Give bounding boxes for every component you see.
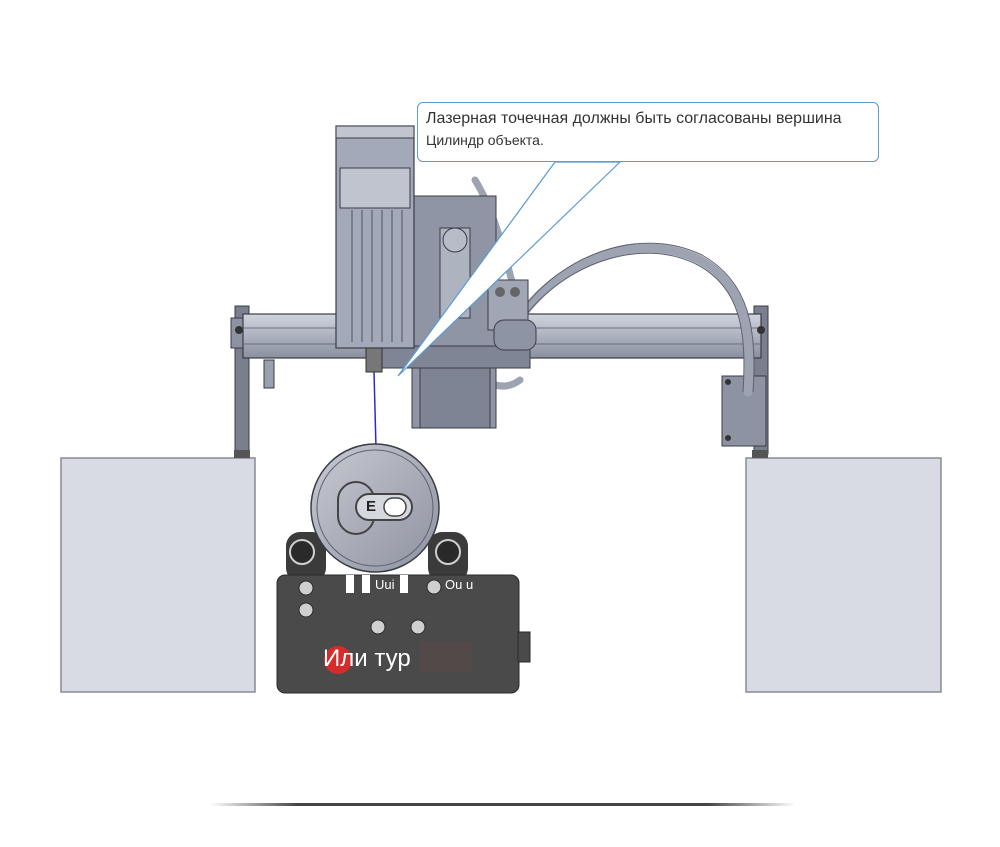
rotary-label-right: Ou u bbox=[445, 577, 474, 592]
laser-beam bbox=[373, 371, 377, 449]
rotary-roller-left bbox=[286, 532, 326, 582]
left-support-block bbox=[60, 457, 256, 693]
rotary-label-main: Или тур bbox=[323, 645, 411, 672]
rotary-roller-right bbox=[428, 532, 468, 582]
callout: Лазерная точечная должны быть согласован… bbox=[417, 102, 879, 162]
laser-module bbox=[335, 125, 415, 373]
right-frame-leg bbox=[721, 305, 769, 458]
callout-pointer bbox=[397, 161, 622, 377]
rotary-label-left: Uui bbox=[375, 577, 395, 592]
cable-hose-outline bbox=[519, 242, 755, 393]
floor-shadow-line bbox=[210, 803, 795, 806]
cylinder-object bbox=[310, 443, 440, 573]
can-letter: E bbox=[366, 498, 377, 515]
right-support-block bbox=[745, 457, 942, 693]
callout-line-1: Лазерная точечная должны быть согласован… bbox=[426, 110, 842, 127]
callout-line-2: Цилиндр объекта. bbox=[426, 132, 544, 148]
rotary-power-button bbox=[324, 646, 352, 674]
rotary-base bbox=[276, 574, 531, 694]
